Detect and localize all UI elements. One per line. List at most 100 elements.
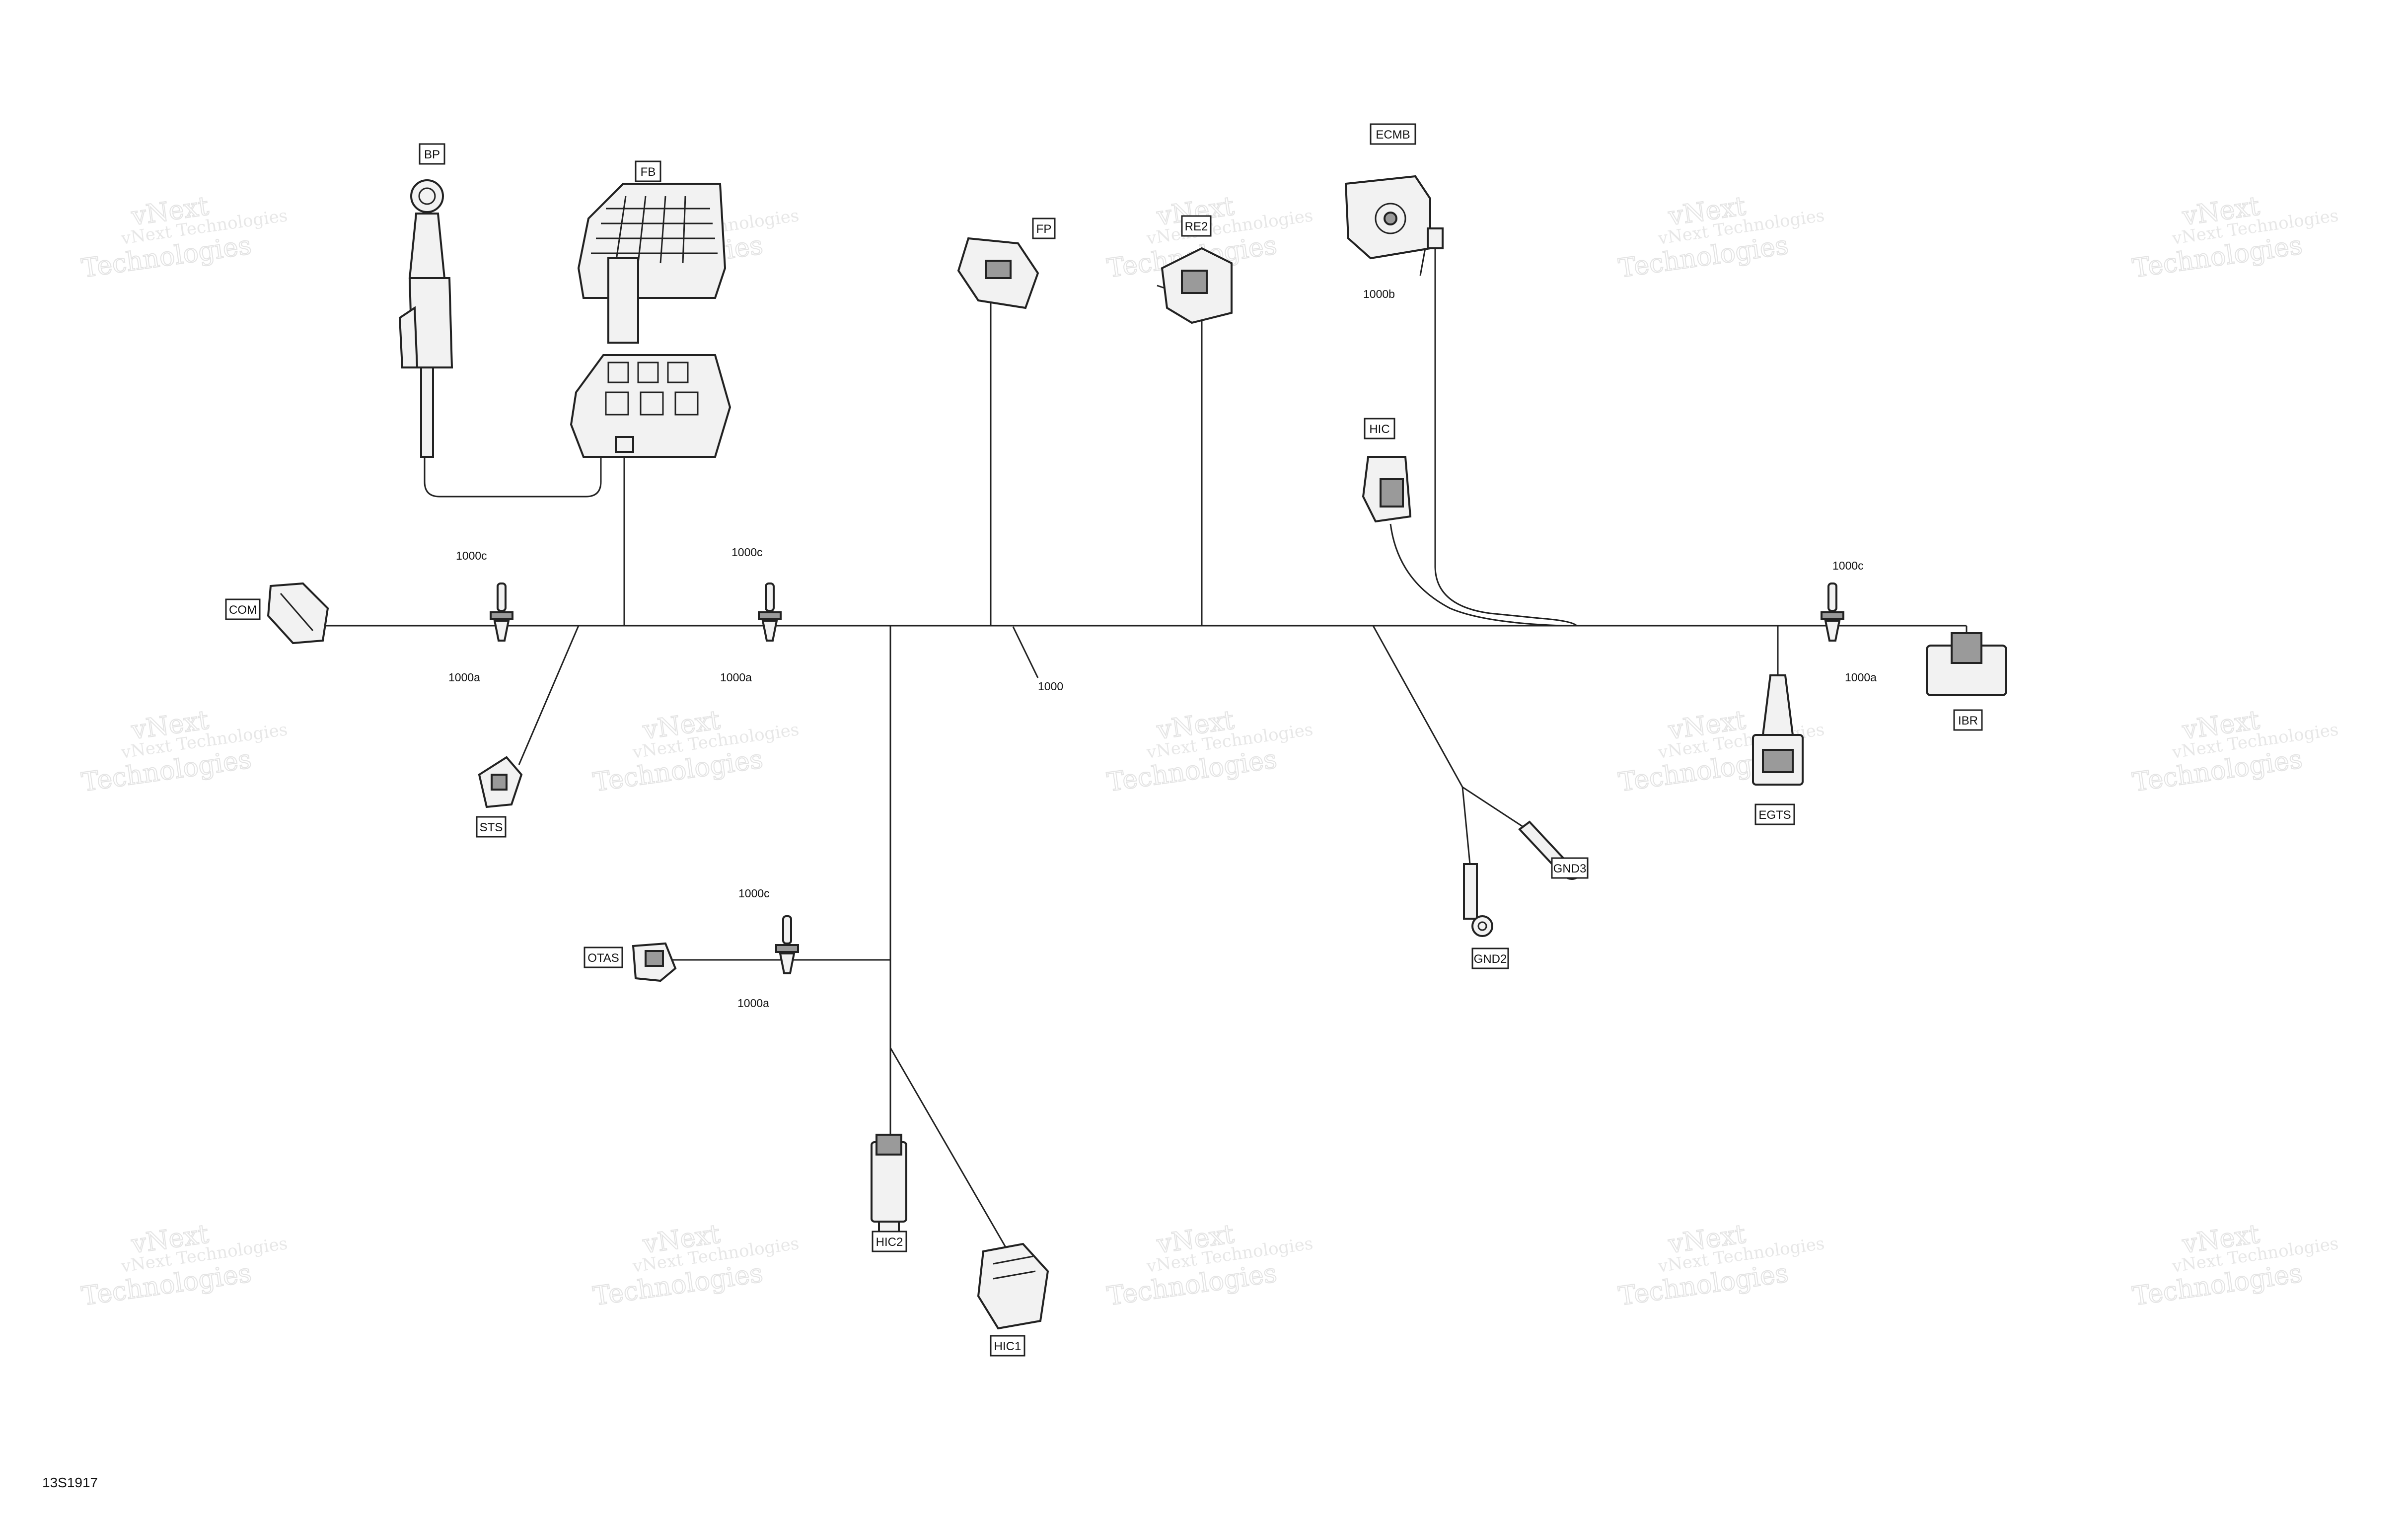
bp-fb-loop-wire	[424, 392, 602, 498]
fp-lock	[985, 260, 1012, 279]
tag-box	[419, 143, 445, 165]
hic1-body	[977, 1242, 1049, 1330]
tag-hic2: HIC2	[872, 1231, 907, 1252]
tag-hic1: HIC1	[990, 1335, 1025, 1357]
tag-box	[1364, 418, 1395, 439]
gnd2-component	[1463, 863, 1493, 937]
tag-ecmb: ECMB	[1370, 123, 1416, 145]
tag-label: GND3	[1553, 862, 1587, 875]
splice-3-sleeve	[1827, 582, 1837, 612]
tag-box	[635, 160, 661, 182]
ecmb-branch-wire	[1434, 248, 1578, 627]
tag-box	[476, 816, 507, 838]
bp-cap-inner	[418, 187, 436, 205]
splice-1-tip	[493, 620, 510, 642]
tag-box	[1754, 803, 1795, 825]
callout-c8: 1000a	[1845, 671, 1877, 684]
tag-fp: FP	[1032, 218, 1056, 239]
tag-box	[1181, 215, 1212, 237]
tag-box	[1953, 709, 1983, 731]
re2-component	[1157, 247, 1233, 324]
callout-c3: 1000c	[731, 546, 763, 559]
callout-c9: 1000c	[738, 887, 770, 900]
ibr-component	[1926, 626, 2007, 696]
fb-cover	[577, 183, 727, 299]
splice-1	[490, 582, 513, 642]
otas-component	[632, 942, 677, 982]
tag-label: HIC	[1369, 423, 1389, 436]
fp-component	[957, 237, 1039, 309]
tag-hic: HIC	[1364, 418, 1395, 439]
bp-clip	[398, 306, 419, 368]
callout-c5: 1000	[1038, 680, 1063, 693]
callout-leader-1000b	[1419, 248, 1426, 276]
tag-sts: STS	[476, 816, 507, 838]
gnd2-ring	[1471, 915, 1493, 937]
sts-lock	[491, 774, 508, 791]
fb-component	[570, 183, 731, 458]
callout-c10: 1000a	[737, 997, 769, 1010]
gnd2-ring-hole	[1477, 921, 1487, 931]
ibr-lock	[1951, 632, 1982, 664]
tag-otas: OTAS	[584, 946, 623, 968]
bp-body	[408, 213, 446, 279]
splice-4-band	[775, 944, 799, 953]
hic1-component	[977, 1242, 1049, 1330]
callout-labels: 1000c1000a1000c1000a10001000b1000c1000a1…	[448, 288, 1877, 1010]
sts-component	[478, 756, 523, 808]
splice-4-tip	[779, 952, 796, 974]
re2-lock	[1181, 270, 1208, 294]
callout-c6: 1000b	[1363, 288, 1395, 300]
tag-re2: RE2	[1181, 215, 1212, 237]
callout-c4: 1000a	[720, 671, 752, 684]
splice-2-sleeve	[765, 582, 775, 612]
hic-lock	[1380, 478, 1404, 508]
fb-base-sockets	[605, 362, 699, 416]
splice-2-band	[758, 611, 782, 620]
hic-branch-wire	[1389, 523, 1565, 627]
bp-cap	[410, 179, 444, 213]
ecmb-hub	[1384, 212, 1397, 225]
gnd2-wire	[1461, 787, 1471, 865]
ecmb-component	[1344, 175, 1444, 276]
tag-box	[225, 598, 261, 620]
tag-label: IBR	[1958, 714, 1978, 727]
tag-box	[1471, 947, 1509, 969]
com-ridge	[280, 593, 314, 631]
com-component	[267, 582, 329, 645]
hic1-branch-wire	[889, 1047, 1009, 1252]
fb-base	[570, 354, 731, 458]
hic-component	[1362, 456, 1412, 523]
tag-box	[872, 1231, 907, 1252]
bp-tube	[420, 366, 434, 458]
hic2-component	[871, 1134, 907, 1237]
tag-gnd2: GND2	[1471, 947, 1509, 969]
tag-label: BP	[424, 148, 440, 161]
tag-label: ECMB	[1376, 128, 1410, 142]
tag-gnd3: GND3	[1551, 857, 1589, 879]
splice-3-band	[1821, 611, 1844, 620]
otas-lock	[645, 950, 664, 967]
bp-component	[398, 179, 453, 458]
splice-markers	[490, 582, 1844, 974]
tag-label: COM	[229, 603, 257, 617]
fb-tab	[615, 436, 634, 453]
hic1-pins	[993, 1255, 1036, 1280]
splice-4-sleeve	[782, 915, 792, 945]
tag-label: HIC1	[994, 1340, 1022, 1353]
sts-branch-wire	[518, 625, 580, 765]
figure-code: 13S1917	[42, 1475, 98, 1490]
tag-box	[1370, 123, 1416, 145]
splice-3-tip	[1824, 620, 1841, 642]
tag-label: STS	[480, 821, 503, 834]
